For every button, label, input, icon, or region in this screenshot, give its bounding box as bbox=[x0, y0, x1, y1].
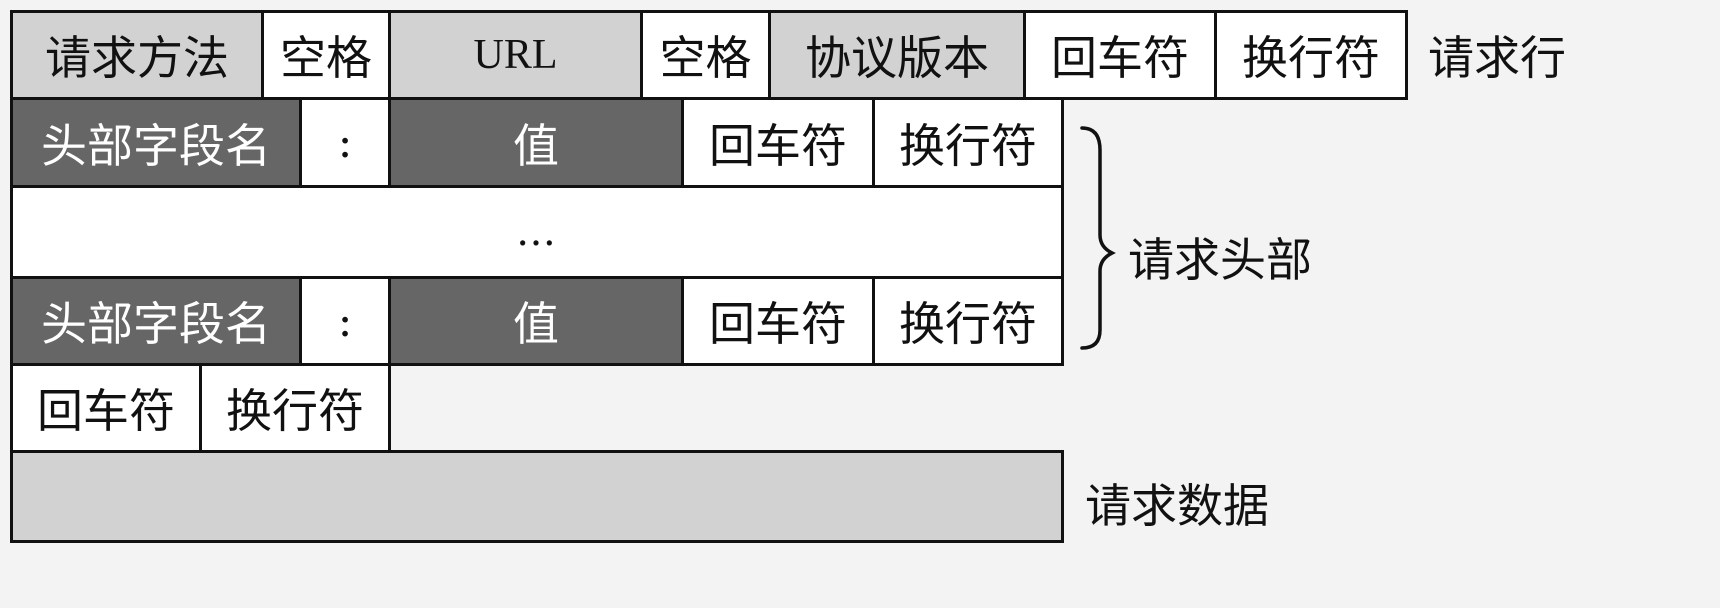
header-carriage-return-cell: 回车符 bbox=[681, 97, 875, 188]
url-cell: URL bbox=[388, 10, 643, 100]
header-field-name-cell: 头部字段名 bbox=[10, 276, 302, 366]
carriage-return-cell: 回车符 bbox=[1023, 10, 1217, 100]
blank-line-carriage-return-cell: 回车符 bbox=[10, 363, 202, 453]
header-field-name-cell: 头部字段名 bbox=[10, 97, 302, 188]
request-headers-label: 请求头部 bbox=[1128, 233, 1312, 287]
header-line-feed-cell: 换行符 bbox=[872, 97, 1064, 188]
blank-line-line-feed-cell: 换行符 bbox=[199, 363, 391, 453]
request-body-label: 请求数据 bbox=[1085, 479, 1269, 533]
header-carriage-return-cell: 回车符 bbox=[681, 276, 875, 366]
line-feed-cell: 换行符 bbox=[1214, 10, 1408, 100]
space-cell-2: 空格 bbox=[640, 10, 771, 100]
protocol-version-cell: 协议版本 bbox=[768, 10, 1026, 100]
header-value-cell: 值 bbox=[388, 276, 684, 366]
request-line-label: 请求行 bbox=[1428, 31, 1566, 85]
header-value-cell: 值 bbox=[388, 97, 684, 188]
header-line-feed-cell: 换行符 bbox=[872, 276, 1064, 366]
request-body-cell bbox=[10, 450, 1064, 543]
request-method-cell: 请求方法 bbox=[10, 10, 264, 100]
